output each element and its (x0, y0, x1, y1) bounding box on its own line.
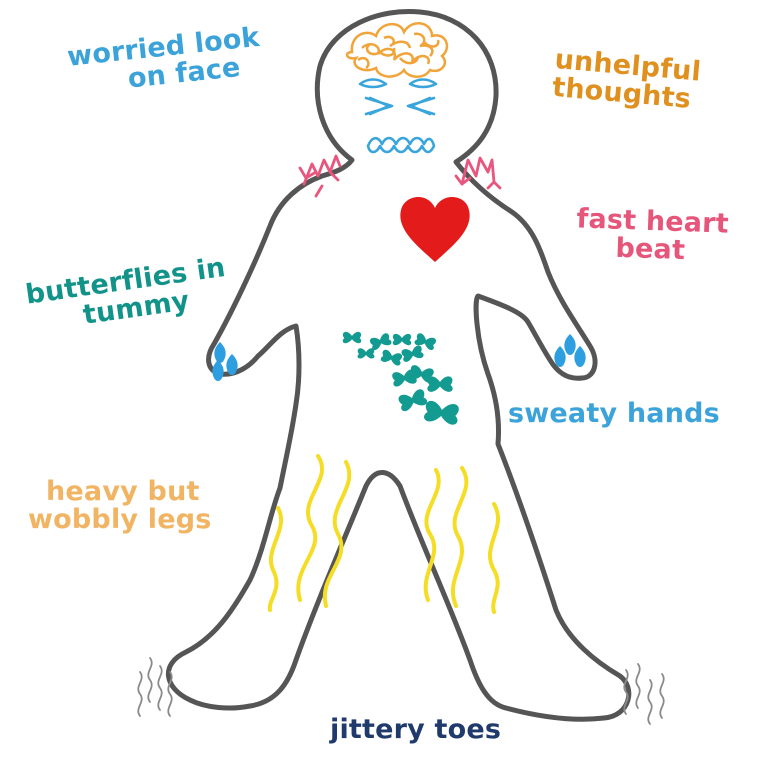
label-line: jittery toes (330, 716, 501, 744)
label-fast-heart-beat: fast heart beat (575, 205, 729, 267)
label-line: heavy but (46, 478, 212, 506)
label-line: beat (615, 235, 728, 267)
label-line: wobbly legs (28, 506, 212, 534)
label-heavy-wobbly-legs: heavy but wobbly legs (46, 478, 212, 535)
label-line: sweaty hands (508, 400, 720, 428)
label-sweaty-hands: sweaty hands (508, 400, 720, 428)
label-jittery-toes: jittery toes (330, 716, 501, 744)
